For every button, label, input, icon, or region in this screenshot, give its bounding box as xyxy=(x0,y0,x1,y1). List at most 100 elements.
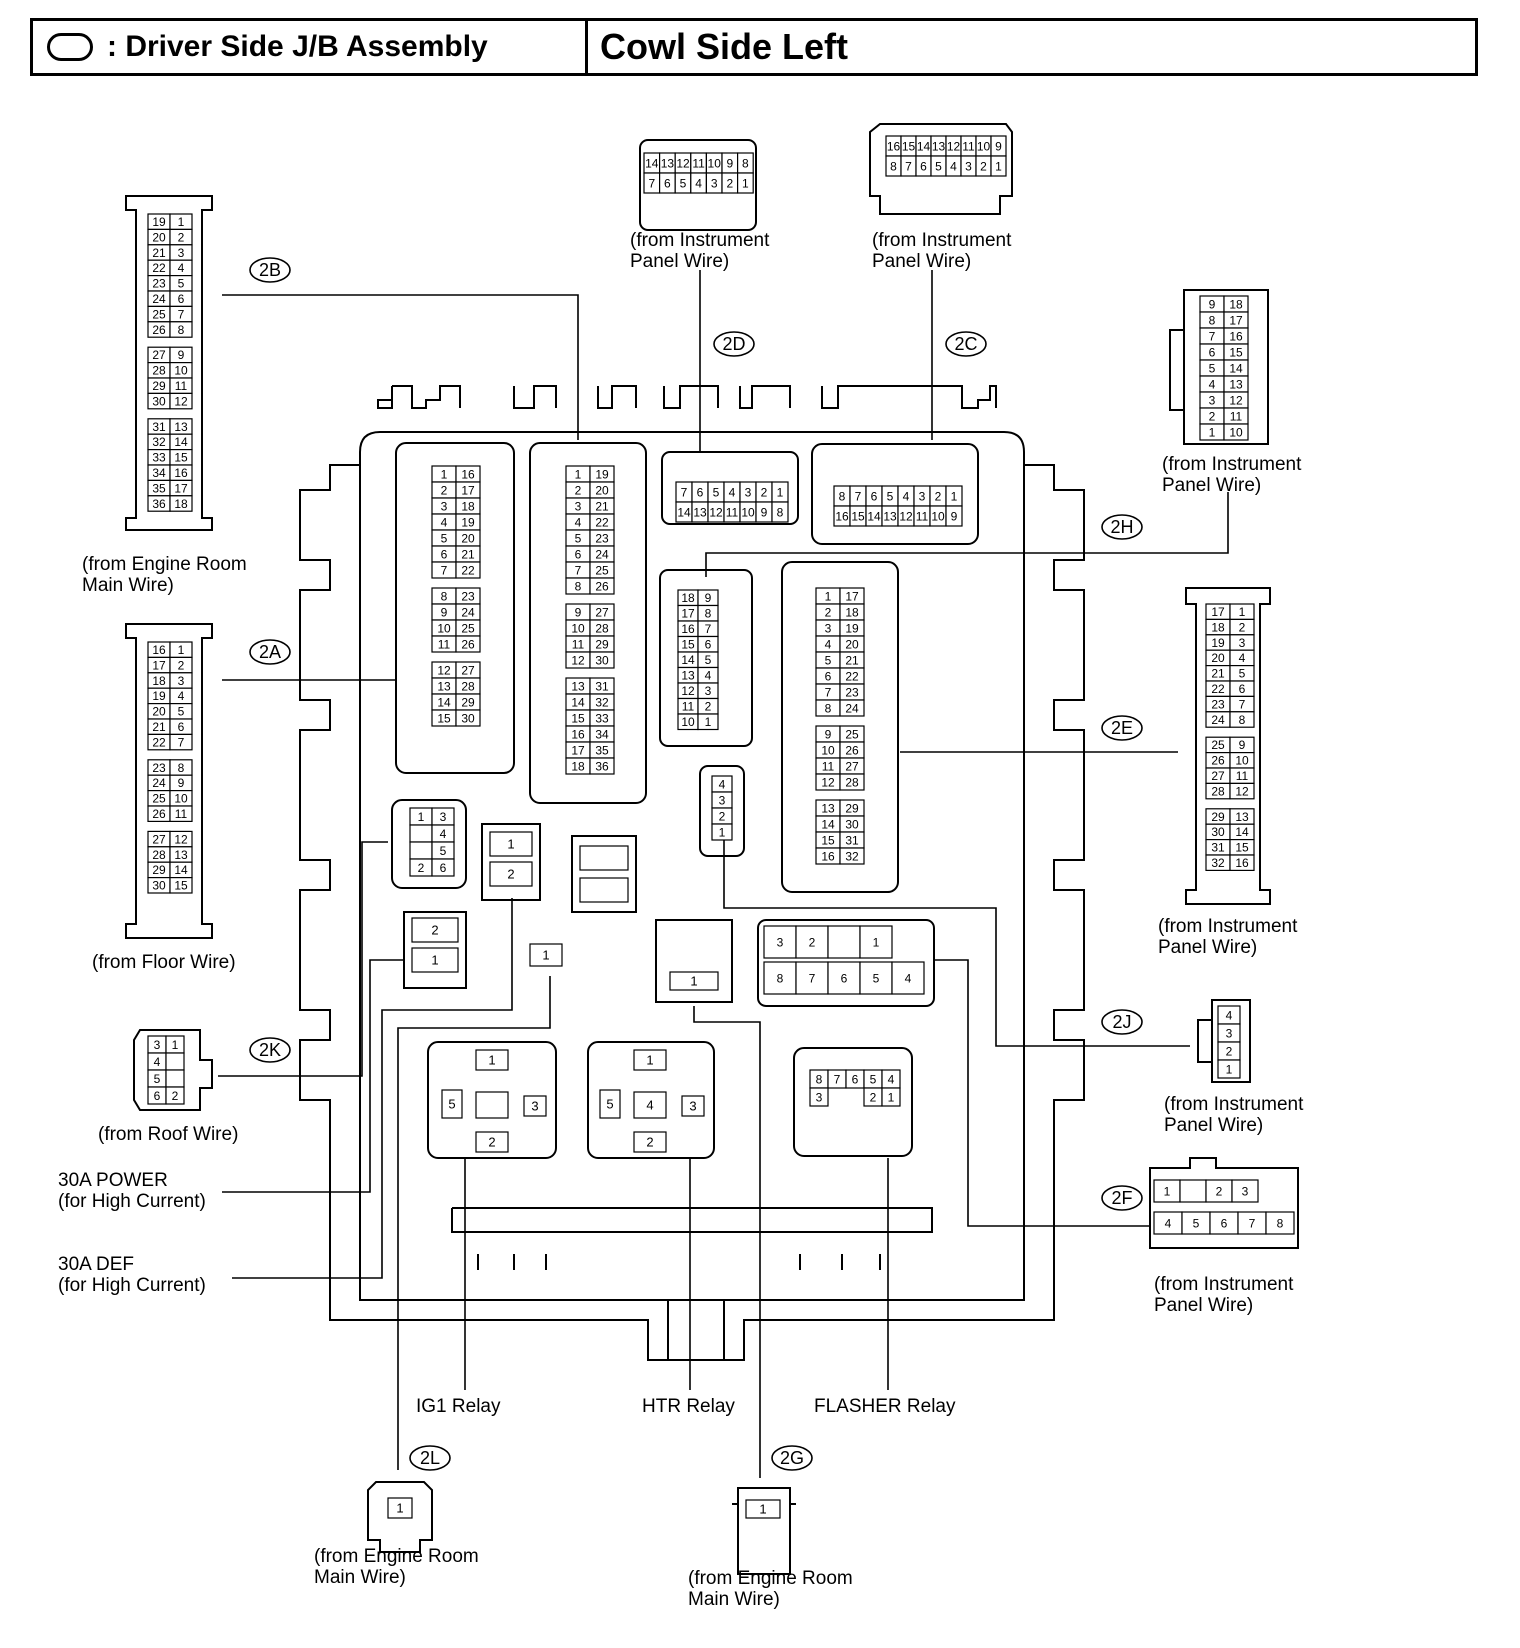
c2h-ext-pin-5: 5 xyxy=(1199,359,1225,377)
jb-2a-pin-11: 11 xyxy=(431,635,457,653)
svg-text:26: 26 xyxy=(1211,754,1225,768)
svg-text:24: 24 xyxy=(595,547,609,561)
header-right-title: Cowl Side Left xyxy=(600,26,849,67)
svg-text:6: 6 xyxy=(440,861,447,875)
title-left-cell: : Driver Side J/B Assembly xyxy=(33,21,588,73)
label-2H-line2: Panel Wire) xyxy=(1162,475,1261,496)
jb-2h-pin-10: 10 xyxy=(677,713,699,731)
svg-text:27: 27 xyxy=(152,832,166,846)
svg-text:4: 4 xyxy=(950,159,957,173)
connector-tags: 2B 2A 2D 2C 2H 2E 2J 2F 2K 2L 2G xyxy=(249,257,1143,1471)
svg-text:6: 6 xyxy=(871,489,878,503)
c2e-ext-pin-32: 32 xyxy=(1205,854,1231,871)
jb-2c-pin-6: 6 xyxy=(865,485,883,507)
jb-2b-pin-4: 4 xyxy=(565,513,591,531)
svg-text:5: 5 xyxy=(178,705,185,719)
jb-2b-pin-17: 17 xyxy=(565,741,591,759)
conn-2G-body xyxy=(732,1487,796,1575)
svg-text:11: 11 xyxy=(572,637,585,651)
svg-text:2: 2 xyxy=(488,1135,495,1150)
svg-text:33: 33 xyxy=(152,451,166,465)
svg-text:10: 10 xyxy=(821,743,835,757)
c2f-ext-bot-pin-5: 5 xyxy=(1181,1211,1211,1235)
fuse12-pin-2: 2 xyxy=(489,861,533,887)
c2b-ext-pin-23: 23 xyxy=(147,275,171,292)
svg-text:16: 16 xyxy=(571,727,585,741)
c2c-ext-pin-2: 2 xyxy=(975,155,992,177)
svg-text:7: 7 xyxy=(1239,697,1246,711)
jb-2a-pin-14: 14 xyxy=(431,693,457,711)
svg-text:17: 17 xyxy=(461,483,475,497)
svg-text:4: 4 xyxy=(154,1055,161,1069)
c2b-ext-pin-12: 12 xyxy=(169,392,193,410)
jb-2h-pin-14: 14 xyxy=(677,651,699,669)
tag-2F: 2F xyxy=(1101,1185,1143,1211)
label-2D-line1: (from Instrument xyxy=(630,230,770,251)
svg-text:17: 17 xyxy=(681,607,695,621)
svg-text:2: 2 xyxy=(719,809,726,823)
label-2A-line1: (from Floor Wire) xyxy=(92,952,236,973)
relay-ig1-pin-left: 5 xyxy=(441,1089,463,1119)
c2b-ext-pin-21: 21 xyxy=(147,244,171,261)
label-2F-line2: Panel Wire) xyxy=(1154,1295,1253,1316)
svg-text:21: 21 xyxy=(461,547,475,561)
svg-text:30: 30 xyxy=(845,817,859,831)
svg-text:2: 2 xyxy=(178,658,185,672)
jb-fuse-box xyxy=(571,835,637,913)
svg-text:15: 15 xyxy=(571,711,585,725)
relay-ig1-socket xyxy=(427,1041,557,1159)
jb-2f-top-pin-2: 2 xyxy=(795,925,829,959)
relay-flasher-pin-8: 8 xyxy=(809,1069,829,1089)
svg-text:5: 5 xyxy=(713,485,720,499)
jb-socket-2A xyxy=(395,442,515,774)
svg-text:13: 13 xyxy=(571,679,585,693)
c2b-ext-pin-27: 27 xyxy=(147,346,171,364)
c2h-ext-pin-18: 18 xyxy=(1223,295,1249,313)
c2a-ext-pin-10: 10 xyxy=(169,789,193,807)
jb-2e-pin-26: 26 xyxy=(839,741,865,759)
svg-text:25: 25 xyxy=(152,307,166,321)
svg-text:28: 28 xyxy=(845,775,859,789)
c2a-ext-pin-14: 14 xyxy=(169,861,193,879)
label-2E-line2: Panel Wire) xyxy=(1158,937,1257,958)
relay-ig1-pin-center xyxy=(475,1091,509,1119)
svg-text:1: 1 xyxy=(178,643,185,657)
svg-text:12: 12 xyxy=(437,663,451,677)
jb-2k-pin-blank xyxy=(409,824,433,843)
c2h-ext-pin-16: 16 xyxy=(1223,327,1249,345)
c2b-ext-pin-15: 15 xyxy=(169,449,193,466)
jb-2a-pin-20: 20 xyxy=(455,529,481,547)
svg-text:23: 23 xyxy=(845,685,859,699)
jb-2b-pin-29: 29 xyxy=(589,635,615,653)
svg-text:3: 3 xyxy=(575,499,582,513)
jb-2c-pin-1: 1 xyxy=(945,485,963,507)
jb-2e-pin-16: 16 xyxy=(815,847,841,865)
c2k-ext-pin-5: 5 xyxy=(147,1069,167,1088)
svg-text:18: 18 xyxy=(152,674,166,688)
jb-2e-pin-31: 31 xyxy=(839,831,865,849)
c2f-ext-top-pin-2: 2 xyxy=(1205,1179,1233,1203)
c2a-ext-pin-30: 30 xyxy=(147,876,171,894)
svg-text:14: 14 xyxy=(1229,361,1243,375)
jb-fuse-21 xyxy=(403,911,467,989)
svg-text:4: 4 xyxy=(440,827,447,841)
svg-text:29: 29 xyxy=(152,863,166,877)
svg-text:25: 25 xyxy=(595,563,609,577)
jb-2e-pin-21: 21 xyxy=(839,651,865,669)
jb-2d-pin-13: 13 xyxy=(691,501,709,523)
relay-htr-pin-left: 5 xyxy=(599,1089,621,1119)
svg-text:23: 23 xyxy=(152,761,166,775)
jb-2e-pin-14: 14 xyxy=(815,815,841,833)
svg-text:3: 3 xyxy=(965,159,972,173)
svg-text:10: 10 xyxy=(931,509,945,523)
svg-text:11: 11 xyxy=(1236,769,1249,783)
svg-text:4: 4 xyxy=(905,971,912,985)
c2b-ext-pin-8: 8 xyxy=(169,321,193,338)
jb-2a-pin-9: 9 xyxy=(431,603,457,621)
svg-text:8: 8 xyxy=(705,607,712,621)
svg-text:24: 24 xyxy=(152,776,166,790)
c2c-ext-pin-5: 5 xyxy=(930,155,947,177)
svg-text:2: 2 xyxy=(1226,1044,1233,1058)
svg-text:3: 3 xyxy=(531,1099,538,1114)
c2e-ext-pin-9: 9 xyxy=(1229,736,1255,754)
